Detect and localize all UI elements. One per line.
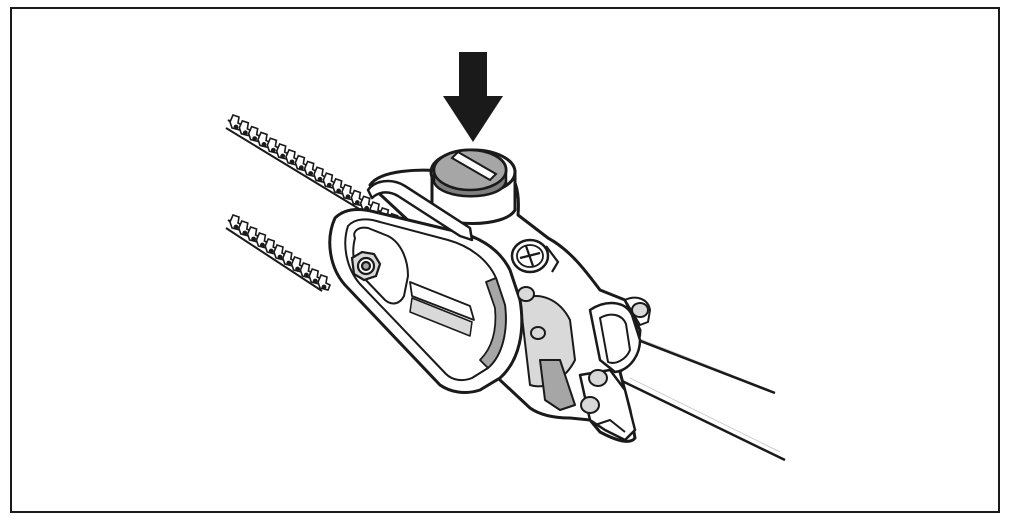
bolt-icon <box>350 250 382 282</box>
chain-rivet <box>242 130 248 136</box>
chain-cutter <box>266 137 281 155</box>
chain-rivet <box>336 188 342 194</box>
chain-rivet <box>286 260 292 266</box>
chain-lower <box>225 214 332 292</box>
chain-cutter <box>322 172 337 190</box>
chain-rivet <box>308 171 314 176</box>
chain-cutter <box>350 189 365 207</box>
chain-cutter <box>303 160 318 178</box>
chain-cutter <box>238 119 253 137</box>
chain-cutter <box>285 148 300 166</box>
chain-rivet <box>277 254 283 260</box>
housing-bolts <box>517 286 649 414</box>
oil-cap-icon <box>429 148 517 225</box>
down-arrow-icon <box>443 52 503 142</box>
chain-rivet <box>251 236 257 242</box>
chain-cutter <box>317 274 332 291</box>
chain-cutter <box>247 125 262 143</box>
chain-rivet <box>270 147 276 153</box>
chain-cutter <box>341 183 356 201</box>
chain-rivet <box>233 224 239 230</box>
chain-rivet <box>303 272 309 278</box>
chain-cutter <box>229 114 244 131</box>
chain-rivet <box>317 176 323 182</box>
chain-rivet <box>268 248 274 254</box>
chain-rivet <box>280 153 286 159</box>
chain-rivet <box>345 194 351 200</box>
chain-cutter <box>313 166 328 184</box>
chain-rivet <box>326 182 332 188</box>
chain-rivet <box>261 142 267 147</box>
screw-icon <box>510 238 560 274</box>
chain-cutter <box>331 177 346 195</box>
chain-rivet <box>312 278 318 284</box>
chain-cutter <box>257 131 272 149</box>
chain-cutter <box>275 143 290 160</box>
chain-rivet <box>242 230 248 236</box>
chain-cutter <box>294 154 309 172</box>
chain-rivet <box>295 266 301 272</box>
chain-rivet <box>259 242 265 248</box>
chain-rivet <box>289 159 295 165</box>
chain-rivet <box>321 284 327 290</box>
chain-rivet <box>252 136 258 142</box>
chain-rivet <box>354 200 360 205</box>
chain-rivet <box>298 165 304 171</box>
chain-rivet <box>233 124 239 130</box>
